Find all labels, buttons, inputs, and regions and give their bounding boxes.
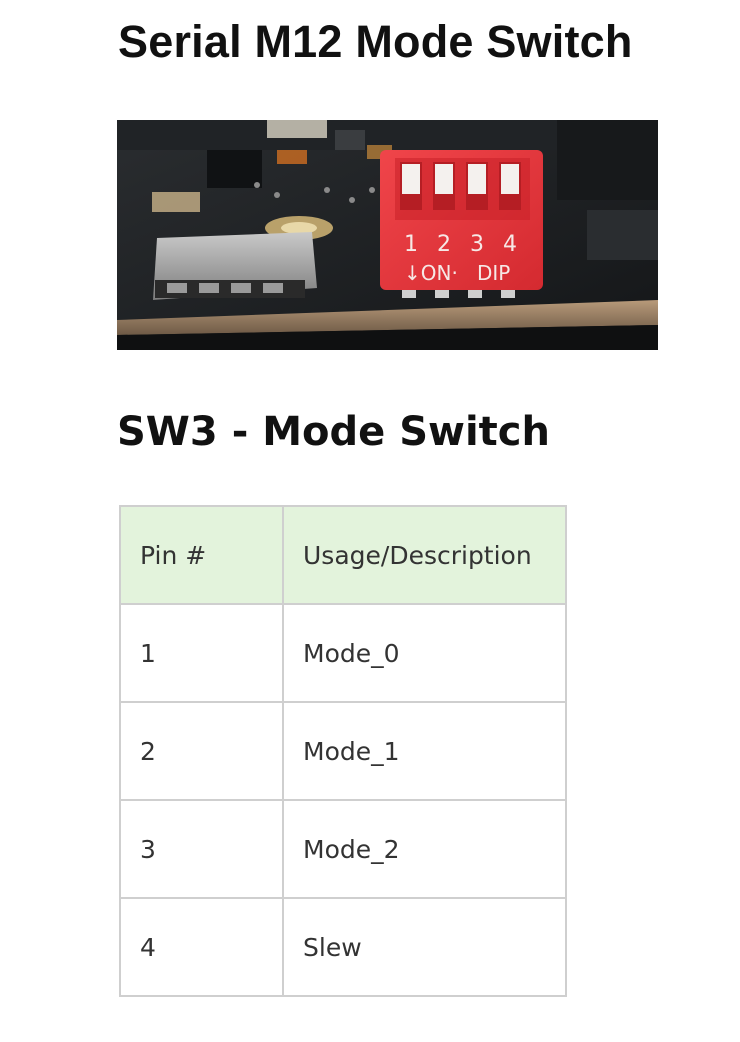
pin-cell: 2 xyxy=(119,701,284,801)
description-cell: Slew xyxy=(282,897,567,997)
table-row: 1 Mode_0 xyxy=(119,603,567,703)
switch-number: 3 xyxy=(470,232,484,257)
table-row: 4 Slew xyxy=(119,897,567,997)
switch-number: 2 xyxy=(437,232,451,257)
switch-number: 4 xyxy=(503,232,517,257)
chip-component xyxy=(207,150,262,188)
table-row: 3 Mode_2 xyxy=(119,799,567,899)
section-title: SW3 - Mode Switch xyxy=(117,409,550,455)
switch-number: 1 xyxy=(404,232,418,257)
dip-toggles xyxy=(400,162,521,210)
switch-label-on: ↓ON· xyxy=(404,261,458,285)
pin-cell: 4 xyxy=(119,897,284,997)
pcb-edge xyxy=(117,300,658,335)
switch-label-dip: DIP xyxy=(477,261,510,285)
column-header-pin: Pin # xyxy=(119,505,284,605)
dip-switch-photo: 1 2 3 4 ↓ON· DIP xyxy=(117,120,658,350)
pin-cell: 1 xyxy=(119,603,284,703)
column-header-description: Usage/Description xyxy=(282,505,567,605)
description-cell: Mode_0 xyxy=(282,603,567,703)
table-row: 2 Mode_1 xyxy=(119,701,567,801)
mode-switch-table: Pin # Usage/Description 1 Mode_0 2 Mode_… xyxy=(119,505,567,997)
page-title: Serial M12 Mode Switch xyxy=(118,16,633,67)
description-cell: Mode_2 xyxy=(282,799,567,899)
pin-cell: 3 xyxy=(119,799,284,899)
table-header-row: Pin # Usage/Description xyxy=(119,505,567,605)
description-cell: Mode_1 xyxy=(282,701,567,801)
